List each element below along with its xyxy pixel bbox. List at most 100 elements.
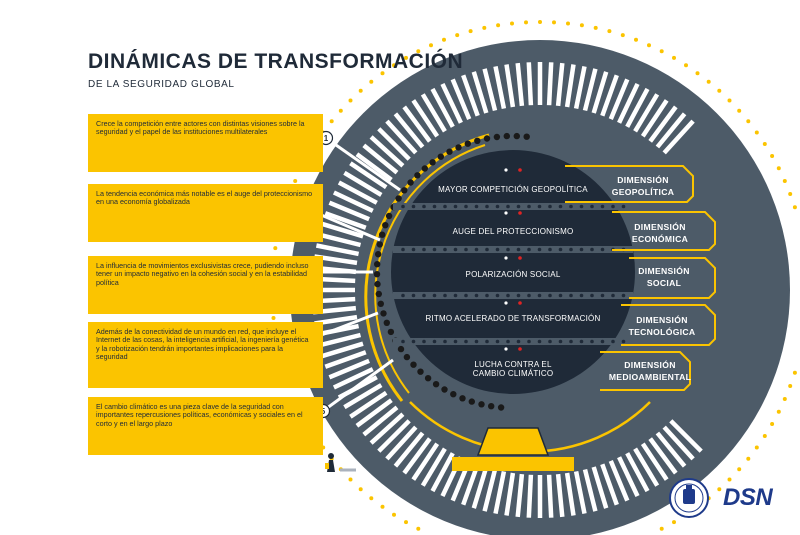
yellow-arc-inner: [374, 144, 486, 394]
ring-dot: [369, 79, 374, 84]
ring-dot: [496, 23, 501, 28]
ring-dot: [380, 71, 385, 76]
ring-tick: [617, 82, 640, 124]
separator-dot: [537, 247, 542, 252]
ring-tick: [625, 87, 650, 128]
ring-dot: [782, 179, 787, 183]
ring-dot: [552, 20, 556, 25]
band-marker-white: [504, 256, 508, 260]
chain-dot: [513, 132, 520, 140]
ring-tick: [546, 62, 554, 106]
ring-dot: [524, 20, 528, 25]
separator-dot: [411, 339, 416, 344]
ring-tick: [526, 474, 534, 518]
separator-dot: [569, 204, 573, 209]
ring-tick: [377, 419, 411, 453]
chain-dot: [397, 345, 405, 353]
separator-dot: [464, 293, 468, 298]
chain-dot: [376, 241, 383, 248]
ring-tick: [573, 470, 587, 515]
separator-dot: [579, 339, 584, 344]
page-title: DINÁMICAS DE TRANSFORMACIÓN: [88, 50, 464, 73]
ring-tick: [608, 460, 630, 502]
ring-dot: [762, 142, 767, 146]
band-label-transformacion: RITMO ACELERADO DE TRANSFORMACIÓN: [425, 314, 601, 323]
separator-dot: [611, 339, 615, 344]
band-marker-white: [504, 301, 508, 305]
separator-dot: [558, 339, 563, 344]
band-label-proteccionismo: AUGE DEL PROTECCIONISMO: [452, 227, 574, 236]
separator-dot: [495, 247, 500, 252]
chain-dot: [417, 368, 424, 375]
ring-tick: [482, 468, 498, 512]
chain-dot: [375, 251, 382, 258]
separator-dot: [443, 339, 447, 344]
separator-dot: [600, 204, 605, 209]
chain-dot: [478, 401, 485, 408]
separator-dot: [401, 204, 405, 209]
band-label-cambio-climatico-2: CAMBIO CLIMÁTICO: [472, 369, 554, 378]
ring-dot: [695, 71, 700, 76]
ring-tick: [669, 419, 703, 453]
chain-dot: [488, 403, 495, 410]
ring-dot: [788, 384, 793, 388]
dimension-bracket: [621, 304, 716, 346]
separator-dot: [590, 204, 594, 209]
band-label-cambio-climatico-1: LUCHA CONTRA EL: [474, 360, 552, 369]
ring-dot: [510, 21, 514, 26]
ring-dot: [770, 154, 775, 158]
ring-dot: [482, 25, 487, 30]
chain-dot: [395, 195, 402, 202]
separator-dot: [411, 204, 416, 209]
ring-tick: [493, 470, 507, 515]
separator-dot: [558, 204, 563, 209]
chain-dot: [403, 353, 411, 361]
ring-tick: [321, 221, 364, 239]
ring-dot: [776, 166, 781, 171]
ring-dot: [762, 434, 767, 438]
ring-tick: [493, 65, 507, 110]
ring-dot: [358, 88, 363, 93]
ring-tick: [349, 161, 388, 190]
chain-dot: [375, 290, 382, 298]
band-separator: [393, 246, 633, 253]
ring-tick: [440, 82, 463, 124]
connector-line: [322, 358, 394, 413]
ring-tick: [591, 466, 609, 509]
chain-dot: [474, 137, 481, 144]
band-separator: [393, 338, 633, 345]
separator-dot: [516, 293, 521, 298]
ring-tick: [573, 65, 587, 110]
chain-dot: [379, 231, 386, 238]
separator-dot: [432, 204, 437, 209]
chain-dot: [387, 328, 395, 336]
chain-dot: [385, 212, 393, 220]
band-marker-red: [518, 256, 522, 260]
separator-dot: [548, 339, 552, 344]
separator-dot: [516, 339, 521, 344]
ring-dot: [442, 37, 446, 42]
ring-dot: [727, 98, 732, 103]
band-marker-red: [518, 211, 522, 215]
callout-box-2: La tendencia económica más notable es el…: [88, 184, 323, 242]
ring-tick: [600, 74, 619, 117]
ring-tick: [369, 135, 405, 168]
ring-dot: [293, 179, 298, 183]
dimension-brackets: [565, 165, 716, 391]
separator-dot: [474, 339, 479, 344]
ring-dot: [392, 63, 396, 68]
separator-dot: [422, 339, 426, 344]
inner-sphere: [391, 150, 635, 394]
ring-tick: [430, 87, 455, 128]
ring-dot: [634, 37, 638, 42]
separator-dot: [485, 293, 489, 298]
separator-dot: [432, 339, 437, 344]
ring-dot: [788, 192, 793, 196]
ring-tick: [591, 71, 609, 114]
chain-dot: [464, 140, 471, 147]
chain-dot: [429, 159, 436, 166]
separator-dot: [506, 293, 510, 298]
ring-dot: [737, 467, 742, 472]
ring-dot: [746, 119, 751, 124]
